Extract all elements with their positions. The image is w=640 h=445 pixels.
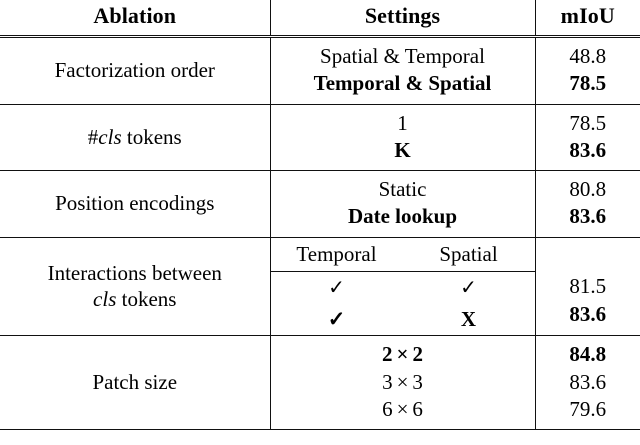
setting-row: Temporal & Spatial [271, 70, 535, 97]
miou-value: 78.5 [569, 110, 607, 135]
setting-value: 3×3 [382, 369, 423, 394]
label-part: tokens [116, 286, 177, 311]
subgrid-header-temporal: Temporal [270, 237, 403, 273]
setting-value: Date lookup [347, 204, 458, 229]
miou-value: 83.6 [569, 137, 607, 162]
label-part: Patch size [92, 369, 178, 394]
miou-stack: 48.8 78.5 [536, 38, 640, 104]
subgrid-header-spatial: Spatial [402, 237, 535, 273]
setting-row: Static [271, 176, 535, 203]
label-part: Position encodings [55, 191, 215, 216]
label-part: Factorization order [54, 57, 215, 82]
header-row: Ablation Settings mIoU [0, 0, 640, 38]
setting-row: 3×3 [271, 369, 535, 396]
row-label-factorization-order: Factorization order [0, 36, 270, 105]
setting-row: Spatial & Temporal [271, 43, 535, 70]
label-part: tokens [121, 124, 182, 149]
label-part: cls [98, 124, 122, 149]
label-part: Interactions between [47, 260, 222, 285]
temporal-mark: ✓ [328, 277, 345, 300]
setting-row: K [271, 137, 535, 164]
miou-value: 78.5 [569, 71, 607, 96]
row-label-cls-tokens: #cls tokens [0, 103, 270, 171]
setting-row: 1 [271, 110, 535, 137]
setting-value: Static [378, 177, 427, 202]
setting-value: 2×2 [382, 342, 423, 367]
label-part: # [87, 124, 99, 149]
miou-value: 81.5 [569, 274, 607, 299]
setting-value: Temporal & Spatial [313, 71, 492, 96]
miou-value: 83.6 [569, 204, 607, 229]
column-header-settings: Settings [269, 0, 535, 38]
column-header-miou: mIoU [534, 0, 640, 38]
label-part: cls [93, 286, 117, 311]
miou-value: 48.8 [569, 44, 607, 68]
miou-value: 83.6 [569, 369, 607, 394]
setting-row: 2×2 [271, 341, 535, 368]
miou-value: 83.6 [569, 301, 607, 326]
temporal-mark: ✓ [327, 307, 346, 332]
setting-row: Date lookup [271, 203, 535, 230]
miou-value: 79.6 [569, 396, 607, 421]
column-header-ablation: Ablation [0, 0, 270, 38]
row-label-position-encodings: Position encodings [0, 170, 270, 238]
setting-value: 1 [397, 110, 408, 135]
spatial-mark: X [460, 307, 477, 332]
row-miou-factorization-order: 48.8 78.5 [534, 36, 640, 105]
table-header: Ablation Settings mIoU [0, 0, 640, 38]
subgrid-row: ✓✓ [271, 272, 535, 305]
setting-row: 6×6 [271, 396, 535, 423]
miou-value: 84.8 [569, 342, 607, 367]
setting-value: K [394, 137, 411, 162]
spatial-mark: ✓ [460, 277, 477, 300]
setting-value: Spatial & Temporal [320, 44, 485, 68]
row-label-patch-size: Patch size [0, 335, 270, 431]
setting-value: 6×6 [382, 396, 423, 421]
ablation-results-table: Ablation Settings mIoU Factorization ord… [0, 0, 640, 431]
subgrid-row: ✓X [271, 304, 535, 335]
miou-value: 80.8 [569, 177, 607, 202]
